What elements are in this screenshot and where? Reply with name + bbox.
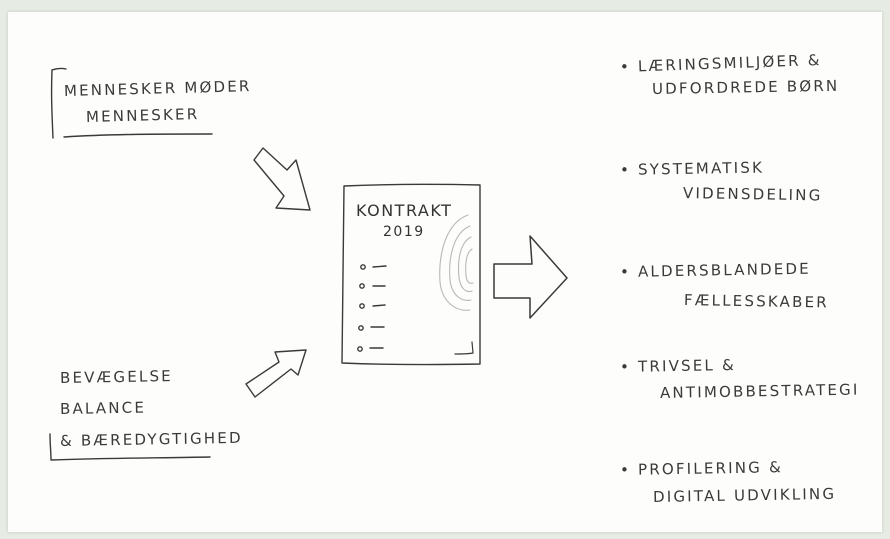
arrow-top-into-contract-icon	[253, 147, 311, 211]
outcome-3-line1: • ALDERSBLANDEDE	[619, 259, 812, 281]
outcome-1-line2: UDFORDREDE BØRN	[651, 76, 840, 98]
bottom-group-bracket	[49, 433, 211, 461]
outcome-4-line2: ANTIMOBBESTRATEGI	[659, 380, 860, 402]
arrow-bottom-into-contract-icon	[245, 349, 307, 398]
outcome-5-line2: DIGITAL UDVIKLING	[652, 484, 837, 506]
whiteboard-sheet	[8, 12, 882, 532]
contract-title: KONTRAKT	[356, 201, 453, 220]
arrow-contract-to-outcomes-icon	[493, 235, 568, 319]
contract-document-corner	[454, 341, 474, 355]
outcome-5-line1: • PROFILERING &	[619, 458, 784, 479]
input-bottom-line1: BEVÆGELSE	[59, 367, 174, 387]
input-bottom-line2: BALANCE	[59, 398, 147, 418]
outcome-2-line1: • SYSTEMATISK	[619, 158, 765, 179]
outcome-4-line1: • TRIVSEL &	[619, 355, 737, 376]
top-group-bracket	[50, 67, 67, 139]
outcome-2-line2: VIDENSDELING	[682, 184, 823, 205]
contract-year: 2019	[383, 224, 425, 240]
contract-document-outline	[341, 183, 481, 366]
fingerprint-pencil-icon	[439, 214, 474, 311]
input-bottom-line3: & BÆREDYGTIGHED	[59, 428, 243, 450]
top-group-underline	[63, 133, 213, 138]
outcome-3-line2: FÆLLESSKABER	[683, 291, 830, 312]
contract-bullets	[357, 264, 387, 352]
input-top-line2: MENNESKER	[85, 105, 200, 126]
